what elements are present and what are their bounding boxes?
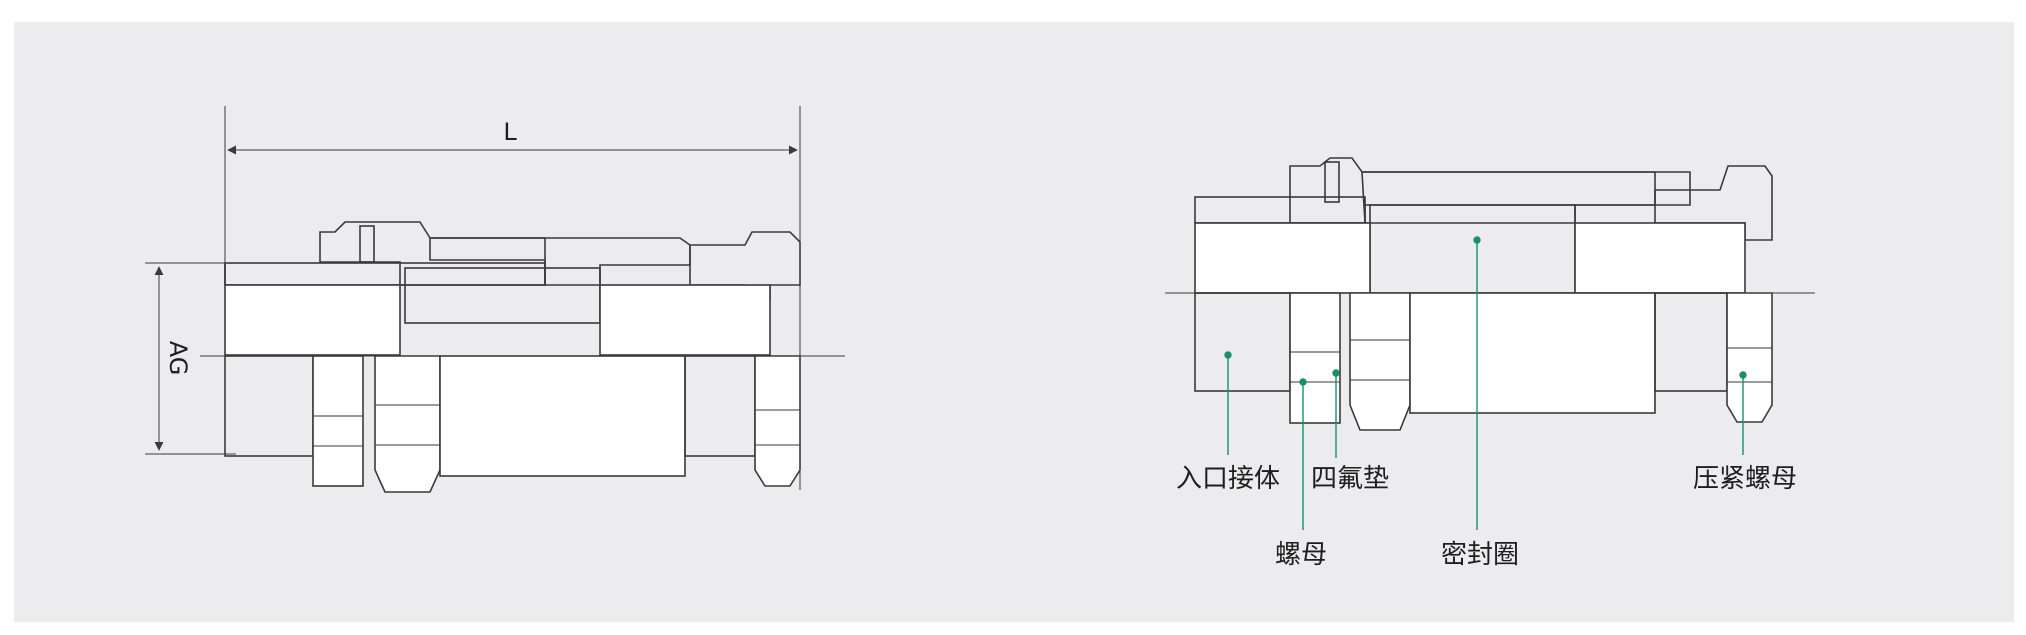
r-ptfe-section bbox=[1324, 161, 1340, 203]
callout-leaders bbox=[1224, 236, 1747, 530]
r-entry-thread-exterior bbox=[1194, 292, 1291, 392]
callout-nut: 螺母 bbox=[1275, 540, 1327, 570]
press-bore bbox=[599, 284, 771, 356]
left-cable-gland-drawing: L AG bbox=[145, 106, 845, 493]
r-entry-bore bbox=[1194, 222, 1371, 294]
ptfe-washer-section bbox=[359, 225, 375, 263]
r-nut-exterior bbox=[1289, 292, 1341, 424]
entry-thread-exterior bbox=[224, 355, 314, 457]
seal-ring-section bbox=[404, 267, 601, 324]
entry-thread-section bbox=[224, 262, 546, 286]
callout-entry-body: 入口接体 bbox=[1176, 464, 1280, 494]
right-cable-gland-drawing: 入口接体 四氟垫 螺母 密封圈 压紧螺母 bbox=[1165, 157, 1815, 570]
nut-section bbox=[319, 221, 546, 286]
callout-press-nut: 压紧螺母 bbox=[1693, 464, 1797, 494]
body-section bbox=[429, 237, 691, 286]
r-seal-ring-section bbox=[1369, 204, 1576, 294]
ag-label: AG bbox=[164, 341, 192, 376]
r-body-shank-exterior bbox=[1409, 292, 1656, 414]
r-press-thread-exterior bbox=[1654, 292, 1728, 392]
body-shank-exterior bbox=[439, 355, 686, 477]
body-hex-exterior bbox=[374, 355, 441, 493]
entry-bore bbox=[224, 284, 401, 356]
length-label: L bbox=[503, 118, 517, 146]
press-nut-exterior bbox=[754, 355, 801, 487]
nut-exterior bbox=[312, 355, 364, 487]
r-body-section bbox=[1361, 171, 1691, 224]
r-press-nut-exterior bbox=[1726, 292, 1773, 423]
callout-seal-ring: 密封圈 bbox=[1441, 540, 1519, 570]
r-nut-section bbox=[1289, 157, 1656, 224]
callout-ptfe-washer: 四氟垫 bbox=[1311, 464, 1389, 494]
r-press-bore bbox=[1574, 222, 1746, 294]
r-body-hex-exterior bbox=[1349, 292, 1411, 431]
press-thread-exterior bbox=[684, 355, 756, 457]
